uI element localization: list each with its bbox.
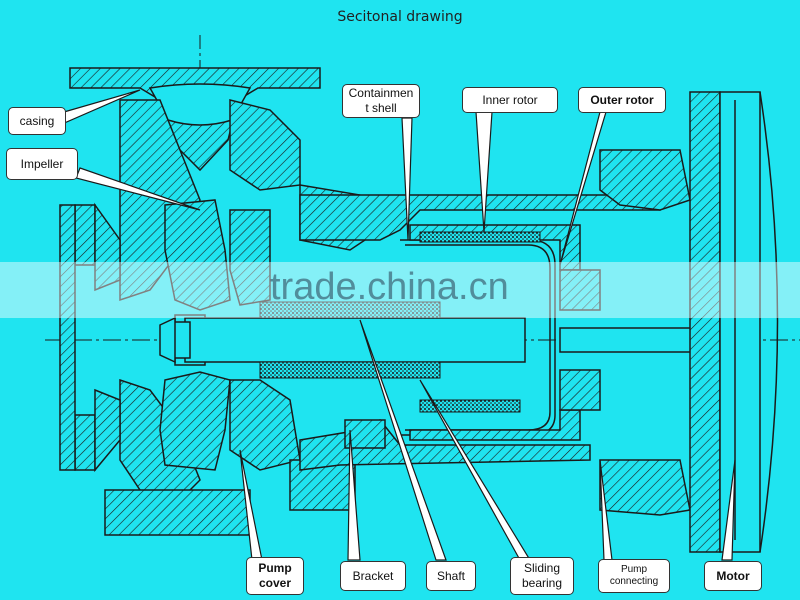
label-shaft: Shaft (426, 561, 476, 591)
label-impeller: Impeller (6, 148, 78, 180)
sliding-bearing (259, 361, 441, 379)
label-pump-connecting: Pump connecting (598, 559, 670, 593)
label-casing: casing (8, 107, 66, 135)
label-outer-rotor: Outer rotor (578, 87, 666, 113)
page-title: Secitonal drawing (337, 9, 463, 25)
label-bracket: Bracket (340, 561, 406, 591)
inner-rotor-bottom (419, 399, 521, 413)
label-containment-shell: Containmen t shell (342, 84, 420, 118)
label-inner-rotor: Inner rotor (462, 87, 558, 113)
watermark-band (0, 262, 800, 318)
sliding-bearing-upper (259, 301, 441, 319)
watermark-text: trade.china.cn (270, 266, 509, 308)
label-motor: Motor (704, 561, 762, 591)
label-sliding-bearing: Sliding bearing (510, 557, 574, 595)
motor (689, 91, 779, 553)
leader-lines (61, 89, 736, 561)
label-pump-cover: Pump cover (246, 557, 304, 595)
motor-shaft (559, 327, 711, 353)
inlet-flange (59, 202, 121, 473)
pump-connecting (599, 149, 691, 516)
shaft (159, 316, 526, 364)
inner-rotor-top (419, 231, 541, 243)
bracket (299, 194, 661, 471)
